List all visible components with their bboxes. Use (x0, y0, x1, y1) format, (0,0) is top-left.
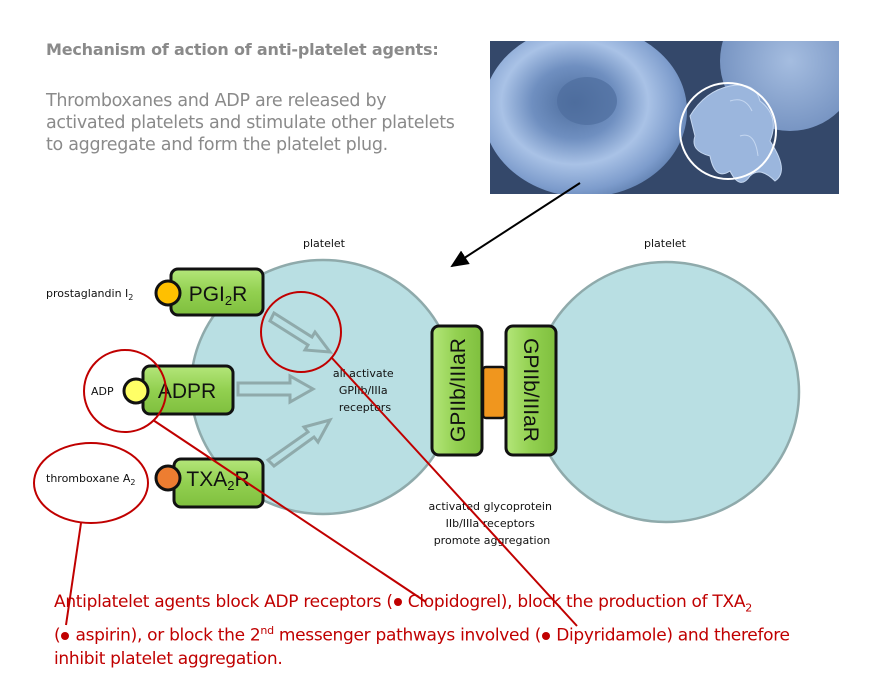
annotation-circle-pgi2 (260, 291, 342, 373)
svg-text:GPIIb/IIIaR: GPIIb/IIIaR (447, 338, 470, 442)
aspirin-dot (61, 632, 70, 641)
svg-text:PGI2R: PGI2R (189, 283, 248, 308)
dipyridamole-dot (542, 632, 551, 641)
signal-arrow-adp (236, 373, 317, 405)
receptor-adp: ADPR (122, 364, 235, 416)
fibrinogen-bridge (481, 365, 507, 420)
ligand-label-prostaglandin: prostaglandin I2 (46, 287, 133, 302)
conclusion-text: Antiplatelet agents block ADP receptors … (54, 592, 790, 670)
platelet-right-label: platelet (644, 237, 687, 250)
annotations (33, 291, 578, 627)
platelet-micrograph (490, 41, 839, 194)
intro-paragraph: Thromboxanes and ADP are released by act… (46, 91, 455, 155)
slide-heading: Mechanism of action of anti-platelet age… (46, 40, 439, 59)
aggregation-text: activated glycoprotein IIb/IIIa receptor… (429, 500, 556, 547)
gp-receptor-left: GPIIb/IIIaR (430, 324, 484, 457)
ligand-label-adp: ADP (91, 385, 114, 398)
ligand-prostaglandin (154, 279, 182, 307)
annotation-line-aspirin (65, 522, 82, 626)
svg-text:ADPR: ADPR (158, 380, 216, 403)
signal-arrow-pgi2 (268, 310, 334, 354)
ligand-thromboxane (154, 464, 182, 492)
receptor-pgi2: PGI2R (154, 267, 265, 317)
annotation-circle-adp (83, 349, 167, 433)
annotation-line-clopidogrel (152, 419, 427, 603)
ligand-label-thromboxane: thromboxane A2 (46, 472, 136, 487)
annotation-ellipse-thromboxane (33, 442, 149, 524)
ligand-adp (122, 377, 150, 405)
clopidogrel-dot (393, 598, 402, 606)
signal-arrows (236, 310, 334, 468)
photo-pointer-arrow (450, 182, 581, 268)
activation-text: all activate GPIIb/IIIa receptors (333, 367, 397, 414)
receptor-txa2: TXA2R (154, 457, 265, 509)
signal-arrow-txa2 (265, 417, 333, 468)
svg-text:GPIIb/IIIaR: GPIIb/IIIaR (519, 338, 542, 442)
svg-text:TXA2R: TXA2R (186, 468, 249, 493)
highlight-circle (679, 82, 777, 180)
annotation-line-dipyridamole (330, 356, 578, 627)
platelet-left-label: platelet (303, 237, 346, 250)
gp-receptor-right: GPIIb/IIIaR (504, 324, 558, 457)
platelet-right (531, 260, 801, 524)
